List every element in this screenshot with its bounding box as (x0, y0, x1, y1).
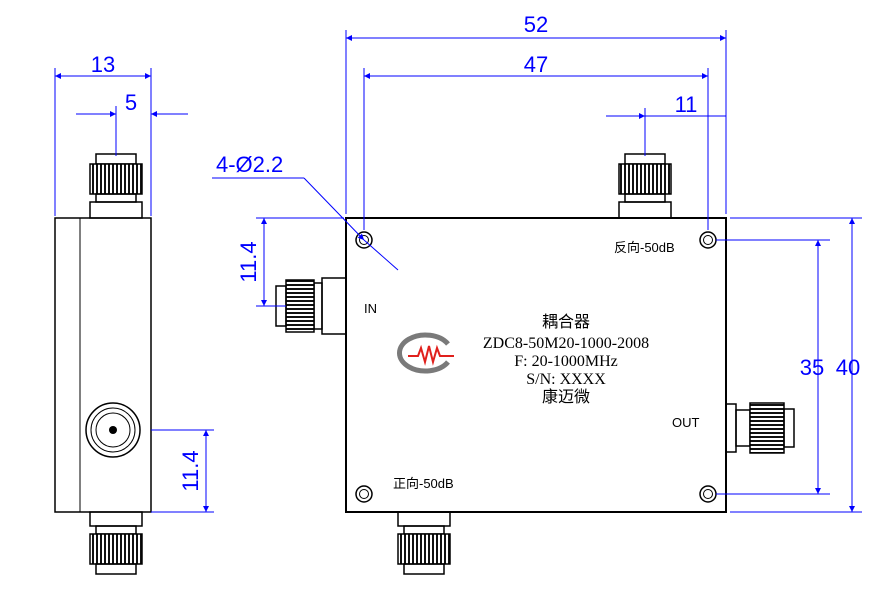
port-out-label: OUT (672, 415, 700, 430)
dim-right-connector-offset: 11 (675, 92, 698, 117)
dim-hole-vspacing: 35 (800, 355, 824, 380)
dim-total-length: 52 (524, 12, 548, 37)
dim-total-height: 40 (836, 355, 860, 380)
top-view: IN OUT 反向-50dB 正向-50dB 耦合器 ZDC8-50M20-10… (212, 12, 862, 575)
port-forward-label: 正向-50dB (393, 476, 454, 491)
side-view: 13 5 11.4 (54, 52, 214, 575)
dim-side-width: 13 (91, 52, 115, 77)
side-port-icon (85, 402, 141, 458)
side-bottom-connector (89, 511, 143, 575)
dim-in-height: 11.4 (236, 241, 261, 282)
model-number: ZDC8-50M20-1000-2008 (483, 335, 649, 352)
reverse-top-connector (618, 153, 672, 219)
dim-side-connector: 5 (125, 90, 137, 115)
device-name: 耦合器 (542, 313, 590, 331)
frequency-range: F: 20-1000MHz (514, 353, 618, 370)
manufacturer: 康迈微 (542, 388, 590, 406)
company-logo-icon (397, 332, 454, 374)
serial-number: S/N: XXXX (526, 371, 606, 388)
dim-hole-spacing: 47 (524, 52, 548, 77)
port-in-label: IN (364, 301, 377, 316)
side-top-connector (89, 153, 143, 219)
out-connector (725, 402, 795, 454)
forward-bottom-connector (397, 511, 451, 575)
dim-side-port-height: 11.4 (178, 450, 203, 491)
in-connector (275, 277, 347, 335)
side-body (54, 217, 152, 513)
port-reverse-label: 反向-50dB (614, 240, 675, 255)
nameplate: 耦合器 ZDC8-50M20-1000-2008 F: 20-1000MHz S… (483, 313, 649, 406)
hole-callout: 4-Ø2.2 (216, 152, 283, 177)
